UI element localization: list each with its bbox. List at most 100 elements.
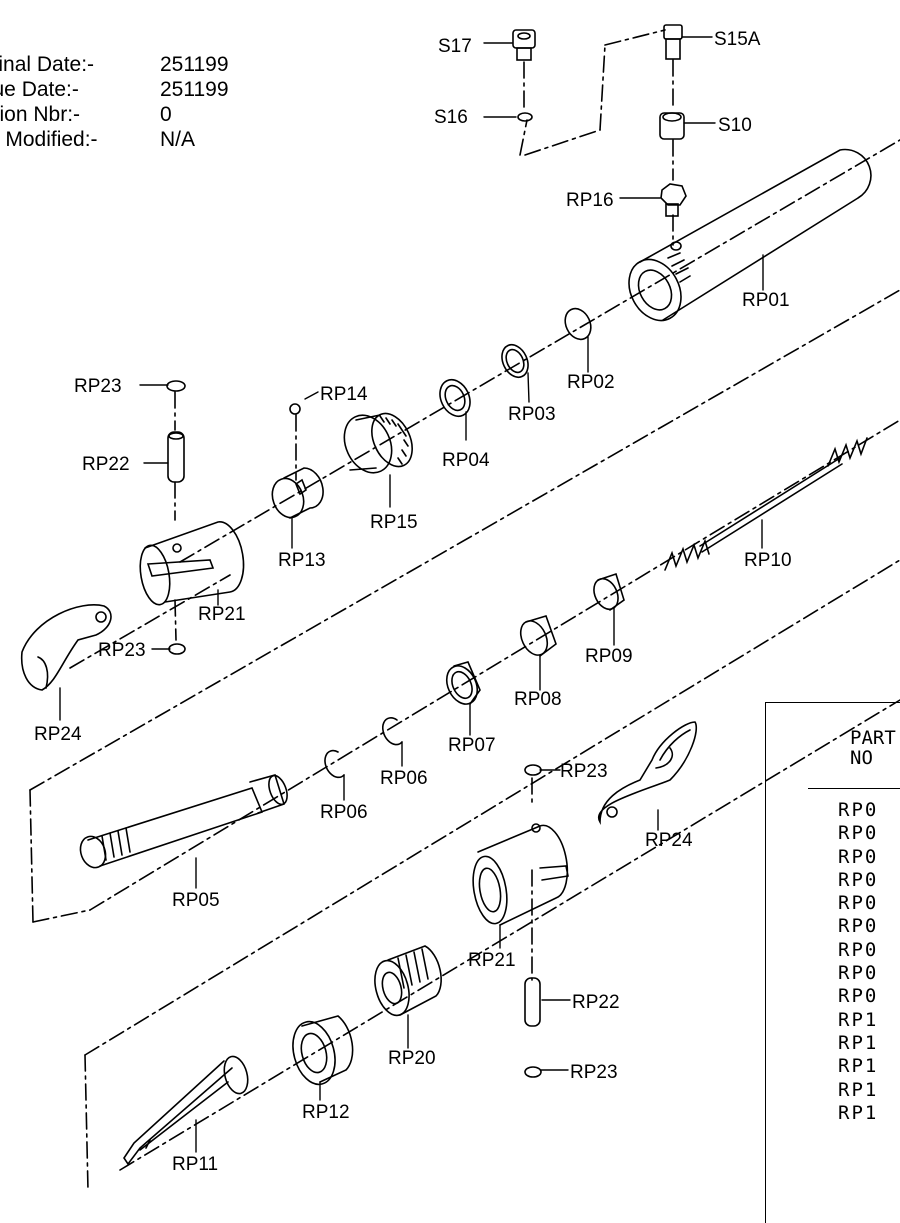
table-row: RP0 [838,799,879,821]
meta-value: 251199 [160,78,229,101]
leader-lines [59,36,764,1153]
label-s17: S17 [438,36,472,57]
label-rp20: RP20 [388,1048,436,1069]
label-rp09: RP09 [585,646,633,667]
parts-table-header: PART NO [850,728,896,768]
rp14-set-screw [289,403,301,415]
version-row: rsion Nbr:- 0 [0,102,229,127]
label-rp06-a: RP06 [380,768,428,789]
table-row: RP1 [838,1055,879,1078]
label-rp16: RP16 [566,190,614,211]
rp10-spring-rod [664,437,868,571]
table-row: RP0 [838,962,879,985]
label-rp05: RP05 [172,890,220,911]
table-row: RP1 [838,1008,879,1031]
label-rp23-d: RP23 [570,1062,618,1083]
meta-value: N/A [160,128,196,151]
rp20-threaded-insert [374,945,442,1017]
label-rp23-c: RP23 [560,761,608,782]
table-row: RP0 [838,892,879,915]
label-s15a: S15A [714,29,761,50]
label-rp07: RP07 [448,735,496,756]
table-row: RP0 [838,985,879,1008]
exploded-parts-diagram: S17 S15A S16 S10 RP16 RP01 RP02 RP03 RP0… [20,24,900,1191]
rp23-washer-a [166,380,186,392]
meta-label: rsion Nbr:- [0,103,81,126]
table-row: RP0 [838,915,879,938]
label-rp12: RP12 [302,1102,350,1123]
table-row: RP1 [838,1031,879,1054]
s10-nut [659,112,685,140]
label-rp13: RP13 [278,550,326,571]
rp11-needle [123,1055,249,1166]
revision-info: iginal Date:- 251199 sue Date:- 251199 r… [0,52,229,152]
label-rp01: RP01 [742,290,790,311]
table-header-divider [808,788,900,789]
table-row: RP0 [838,822,879,845]
header-no: NO [850,747,873,769]
label-s10: S10 [718,115,752,136]
original-date-row: iginal Date:- 251199 [0,52,229,77]
header-part: PART [850,727,896,749]
table-row: RP0 [838,845,879,868]
issue-date-row: sue Date:- 251199 [0,77,229,102]
s16-washer [517,112,533,122]
label-rp11: RP11 [172,1154,218,1175]
label-rp24-b: RP24 [645,830,693,851]
rp05-shaft [79,774,288,869]
s17-plug [512,29,536,61]
label-rp02: RP02 [567,372,615,393]
rp21-clevis-b [472,823,569,926]
rp24-handle-b [597,721,697,825]
meta-value: 251199 [160,53,229,76]
parts-table [765,702,900,1223]
rp22-pin-a [167,431,185,483]
meta-value: 0 [160,103,172,126]
rp21-clevis-a [139,521,245,606]
label-rp10: RP10 [744,550,792,571]
rp16-fitting [660,183,687,217]
rp08-bushing [519,615,557,657]
rp12-threaded-ring [292,1015,354,1086]
label-s16: S16 [434,107,468,128]
rp02-ring [564,307,592,341]
rp04-ring [439,378,471,418]
rp06-clip-b [324,749,345,779]
parts-table-rows: RP0 RP0 RP0 RP0 RP0 RP0 RP0 RP0 RP0 RP1 … [838,799,878,1125]
meta-label: sue Date:- [0,78,79,101]
label-rp14: RP14 [320,384,368,405]
rp06-clip-a [381,717,403,746]
label-rp22-b: RP22 [572,992,620,1013]
label-rp24-a: RP24 [34,724,82,745]
table-row: RP1 [838,1078,879,1101]
rp03-ring [501,343,529,379]
label-rp08: RP08 [514,689,562,710]
label-rp23-b: RP23 [98,640,146,661]
label-rp06-b: RP06 [320,802,368,823]
label-rp15: RP15 [370,512,418,533]
table-row: RP0 [838,938,879,961]
label-rp21-b: RP21 [468,950,516,971]
label-rp04: RP04 [442,450,490,471]
rp23-washer-d [524,1066,542,1078]
rp13-cap [271,467,324,519]
label-rp21-a: RP21 [198,604,246,625]
rp23-washer-b [168,643,186,655]
meta-label: iginal Date:- [0,53,95,76]
s15a-screw [663,24,683,60]
rp22-pin-b [524,977,541,1027]
label-rp23-a: RP23 [74,376,122,397]
assembly-axis-lines [29,29,900,1191]
date-modified-row: te Modified:- N/A [0,127,229,152]
table-row: RP0 [838,868,879,891]
label-rp03: RP03 [508,404,556,425]
rp23-washer-c [524,764,542,776]
meta-label: te Modified:- [0,128,98,151]
part-labels: S17 S15A S16 S10 RP16 RP01 RP02 RP03 RP0… [34,29,792,1175]
rp09-bushing [593,572,625,611]
rp01-body-tube [628,148,872,322]
label-rp22-a: RP22 [82,454,130,475]
table-row: RP1 [838,1101,879,1124]
rp15-knurled-ring [343,412,413,474]
rp24-handle-a [20,604,112,691]
